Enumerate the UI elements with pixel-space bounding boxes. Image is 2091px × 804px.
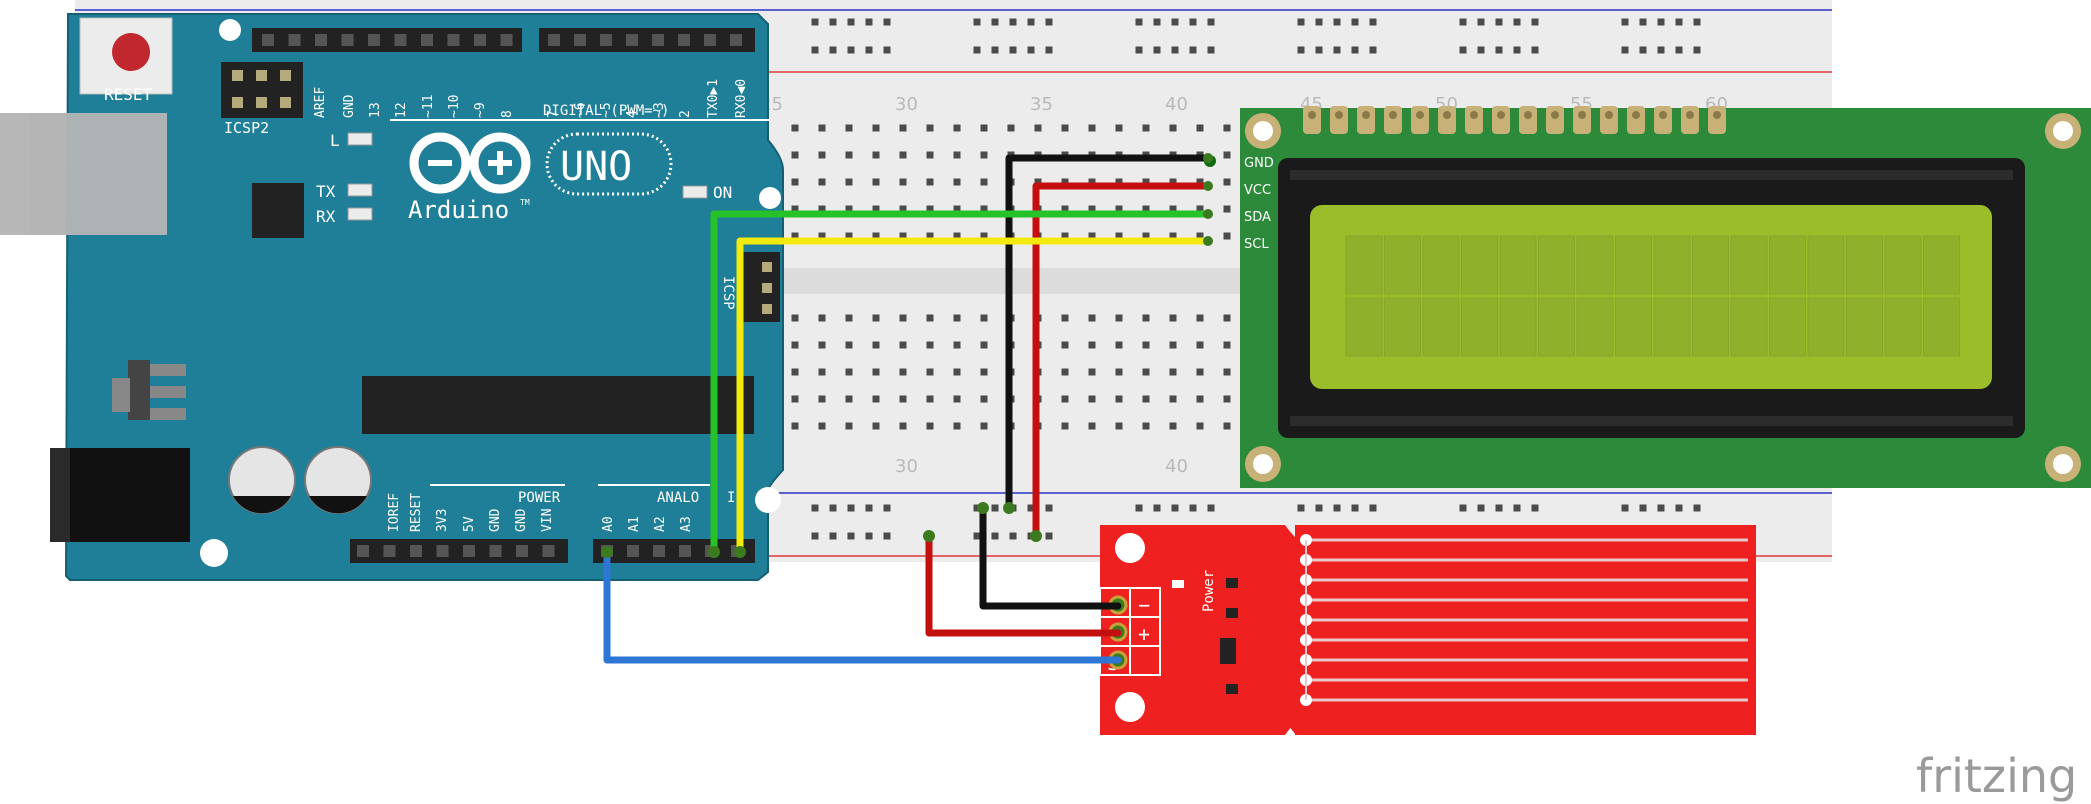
- wire-gnd-sensor: [979, 504, 1122, 610]
- reset-label: RESET: [104, 85, 153, 104]
- digital-labels-1: GND: [342, 94, 357, 118]
- digital-header-pins: [262, 34, 742, 46]
- bb-number-bottom-30: 30: [895, 456, 918, 477]
- digital-labels-14: TX0▶1: [706, 79, 721, 118]
- rx-label: RX: [316, 207, 336, 226]
- bb-number-top-30: 30: [895, 94, 918, 115]
- lcd-character-cells: [1345, 235, 1960, 357]
- wire-signal: [603, 548, 1122, 664]
- wire-vcc-lcd: [1032, 182, 1212, 540]
- sensor-pin-label-plus: +: [1138, 622, 1150, 646]
- sensor-mount-hole-bottom: [1115, 692, 1145, 722]
- icsp-header: [738, 252, 780, 322]
- icsp2-label: ICSP2: [224, 119, 269, 137]
- analog-labels-3: A3: [679, 516, 694, 532]
- digital-labels-0: AREF: [313, 87, 328, 118]
- analog-labels-1: A1: [627, 516, 642, 532]
- digital-pin-labels: AREF GND 13 12 ~11 ~10 ~9 8 7 ~6 ~5 4 ~3 2 TX0▶1 RX0◀0: [313, 79, 749, 118]
- digital-labels-5: ~10: [447, 95, 462, 118]
- power-labels-2: 3V3: [435, 509, 450, 532]
- analog-pin-labels: A0 A1 A2 A3: [601, 516, 694, 532]
- wire-sda: [710, 210, 1212, 556]
- analog-labels-0: A0: [601, 516, 616, 532]
- digital-labels-11: 4: [625, 110, 640, 118]
- power-labels-0: IOREF: [387, 493, 402, 532]
- arduino-brand: Arduino: [408, 196, 509, 224]
- digital-labels-9: ~6: [573, 102, 588, 118]
- digital-labels-15: RX0◀0: [734, 79, 749, 118]
- water-level-sensor: − + S Power: [1099, 525, 1756, 735]
- power-jack: [50, 448, 190, 542]
- power-labels-4: GND: [488, 508, 503, 532]
- digital-labels-6: ~9: [473, 102, 488, 118]
- digital-labels-12: ~3: [652, 102, 667, 118]
- digital-header-2: [539, 28, 755, 52]
- power-labels-1: RESET: [409, 493, 424, 532]
- tx-label: TX: [316, 182, 336, 201]
- sensor-mount-hole-top: [1115, 533, 1145, 563]
- wire-vcc-sensor: [925, 532, 1122, 637]
- digital-labels-10: ~5: [599, 102, 614, 118]
- wire-scl: [736, 237, 1212, 556]
- fritzing-watermark: fritzing: [1916, 749, 2077, 803]
- lcd-pin-label-scl: SCL: [1244, 237, 1269, 252]
- sensor-smd-1: [1226, 578, 1238, 588]
- lcd-pin-label-gnd: GND: [1244, 156, 1274, 171]
- digital-labels-3: 12: [394, 102, 409, 118]
- power-labels-3: 5V: [462, 516, 477, 532]
- capacitor-1: [228, 446, 296, 514]
- reset-button[interactable]: [112, 33, 150, 71]
- wires: [601, 153, 1213, 664]
- bottom-header-pins: [357, 545, 743, 557]
- atmega328-chip: [362, 376, 754, 434]
- uno-label: UNO: [560, 144, 632, 190]
- sensor-pin-label-minus: −: [1138, 593, 1150, 617]
- trademark: TM: [520, 198, 530, 207]
- icsp-label: ICSP: [720, 276, 736, 310]
- l-label: L: [330, 131, 340, 150]
- board-hole-top-left: [219, 19, 241, 41]
- power-labels-6: VIN: [540, 509, 555, 532]
- power-labels-5: GND: [514, 508, 529, 532]
- digital-labels-7: 8: [500, 110, 515, 118]
- capacitor-2: [304, 446, 372, 514]
- arduino-logo: [409, 132, 531, 194]
- voltage-regulator: [128, 360, 150, 420]
- bb-number-top-40: 40: [1165, 94, 1188, 115]
- digital-labels-13: 2: [678, 110, 693, 118]
- lcd-mount-holes: [1245, 113, 2081, 482]
- bb-number-top-35: 35: [1030, 94, 1053, 115]
- sensor-transistor: [1220, 638, 1236, 664]
- atmega16u2-chip: [252, 183, 304, 238]
- analog-labels-2: A2: [653, 516, 668, 532]
- analog-in-label: I: [727, 490, 735, 506]
- lcd-pin-label-sda: SDA: [1244, 210, 1271, 225]
- wire-gnd-lcd: [1005, 154, 1212, 512]
- sensor-power-label: Power: [1201, 570, 1217, 612]
- digital-labels-2: 13: [368, 102, 383, 118]
- icsp2-header: [221, 62, 303, 118]
- power-label: POWER: [518, 490, 561, 506]
- digital-labels-4: ~11: [421, 95, 436, 118]
- lcd-module: GND VCC SDA SCL: [1204, 106, 2091, 488]
- wire-endpoints: [601, 153, 1213, 558]
- bb-number-bottom-40: 40: [1165, 456, 1188, 477]
- digital-labels-8: 7: [546, 110, 561, 118]
- analog-header: [593, 539, 755, 563]
- analog-label: ANALO: [657, 490, 699, 506]
- power-pin-labels: IOREF RESET 3V3 5V GND GND VIN: [387, 493, 555, 532]
- lcd-screen: [1310, 205, 1992, 389]
- power-header: [350, 539, 568, 563]
- lcd-header-pins: [1303, 106, 1726, 134]
- on-label: ON: [713, 183, 732, 202]
- lcd-pin-label-vcc: VCC: [1244, 183, 1271, 198]
- digital-label: DIGITAL (PWM=~): [543, 103, 669, 119]
- sensor-traces: [1300, 534, 1748, 706]
